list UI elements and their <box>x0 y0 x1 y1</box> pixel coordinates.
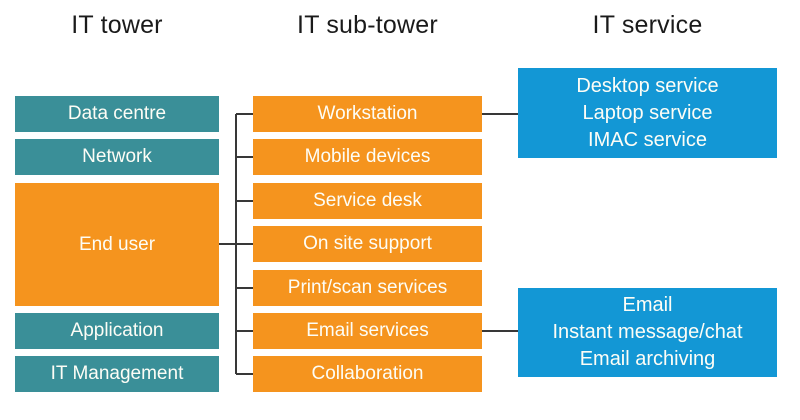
subtower-box-service-desk: Service desk <box>253 183 482 219</box>
tower-box-network: Network <box>15 139 219 175</box>
column-heading-it-sub-tower: IT sub-tower <box>297 11 438 39</box>
subtower-box-label: Service desk <box>313 190 422 212</box>
service-line: IMAC service <box>588 128 707 151</box>
subtower-box-mobile-devices: Mobile devices <box>253 139 482 175</box>
column-heading-it-service: IT service <box>592 11 703 39</box>
subtower-box-label: Collaboration <box>311 363 424 385</box>
service-line: Email <box>622 294 673 316</box>
tower-box-label: Data centre <box>67 103 167 125</box>
subtower-box-label: Mobile devices <box>304 146 431 168</box>
tower-box-application: Application <box>15 313 219 349</box>
tower-box-label: End user <box>78 233 156 255</box>
subtower-box-print-scan-services: Print/scan services <box>253 270 482 306</box>
tower-box-label: Network <box>82 146 152 168</box>
tower-box-it-management: IT Management <box>15 356 219 392</box>
subtower-box-label: Email services <box>306 320 429 342</box>
subtower-box-workstation: Workstation <box>253 96 482 132</box>
service-line: Laptop service <box>582 101 713 124</box>
subtower-box-collaboration: Collaboration <box>253 356 482 392</box>
service-box-email-services: Email Instant message/chat Email archivi… <box>518 288 777 377</box>
tower-box-label: Application <box>70 320 164 342</box>
subtower-box-label: Print/scan services <box>287 277 448 299</box>
column-heading-it-tower: IT tower <box>71 11 163 39</box>
subtower-box-label: Workstation <box>317 103 418 125</box>
subtower-box-on-site-support: On site support <box>253 226 482 262</box>
service-line: Email archiving <box>579 348 716 370</box>
subtower-box-email-services: Email services <box>253 313 482 349</box>
service-line: Desktop service <box>576 74 719 97</box>
tower-box-end-user: End user <box>15 183 219 306</box>
tower-box-data-centre: Data centre <box>15 96 219 132</box>
service-box-desktop-services: Desktop service Laptop service IMAC serv… <box>518 68 777 158</box>
service-line: Instant message/chat <box>552 321 743 343</box>
tower-box-label: IT Management <box>50 363 184 385</box>
subtower-box-label: On site support <box>303 233 432 255</box>
